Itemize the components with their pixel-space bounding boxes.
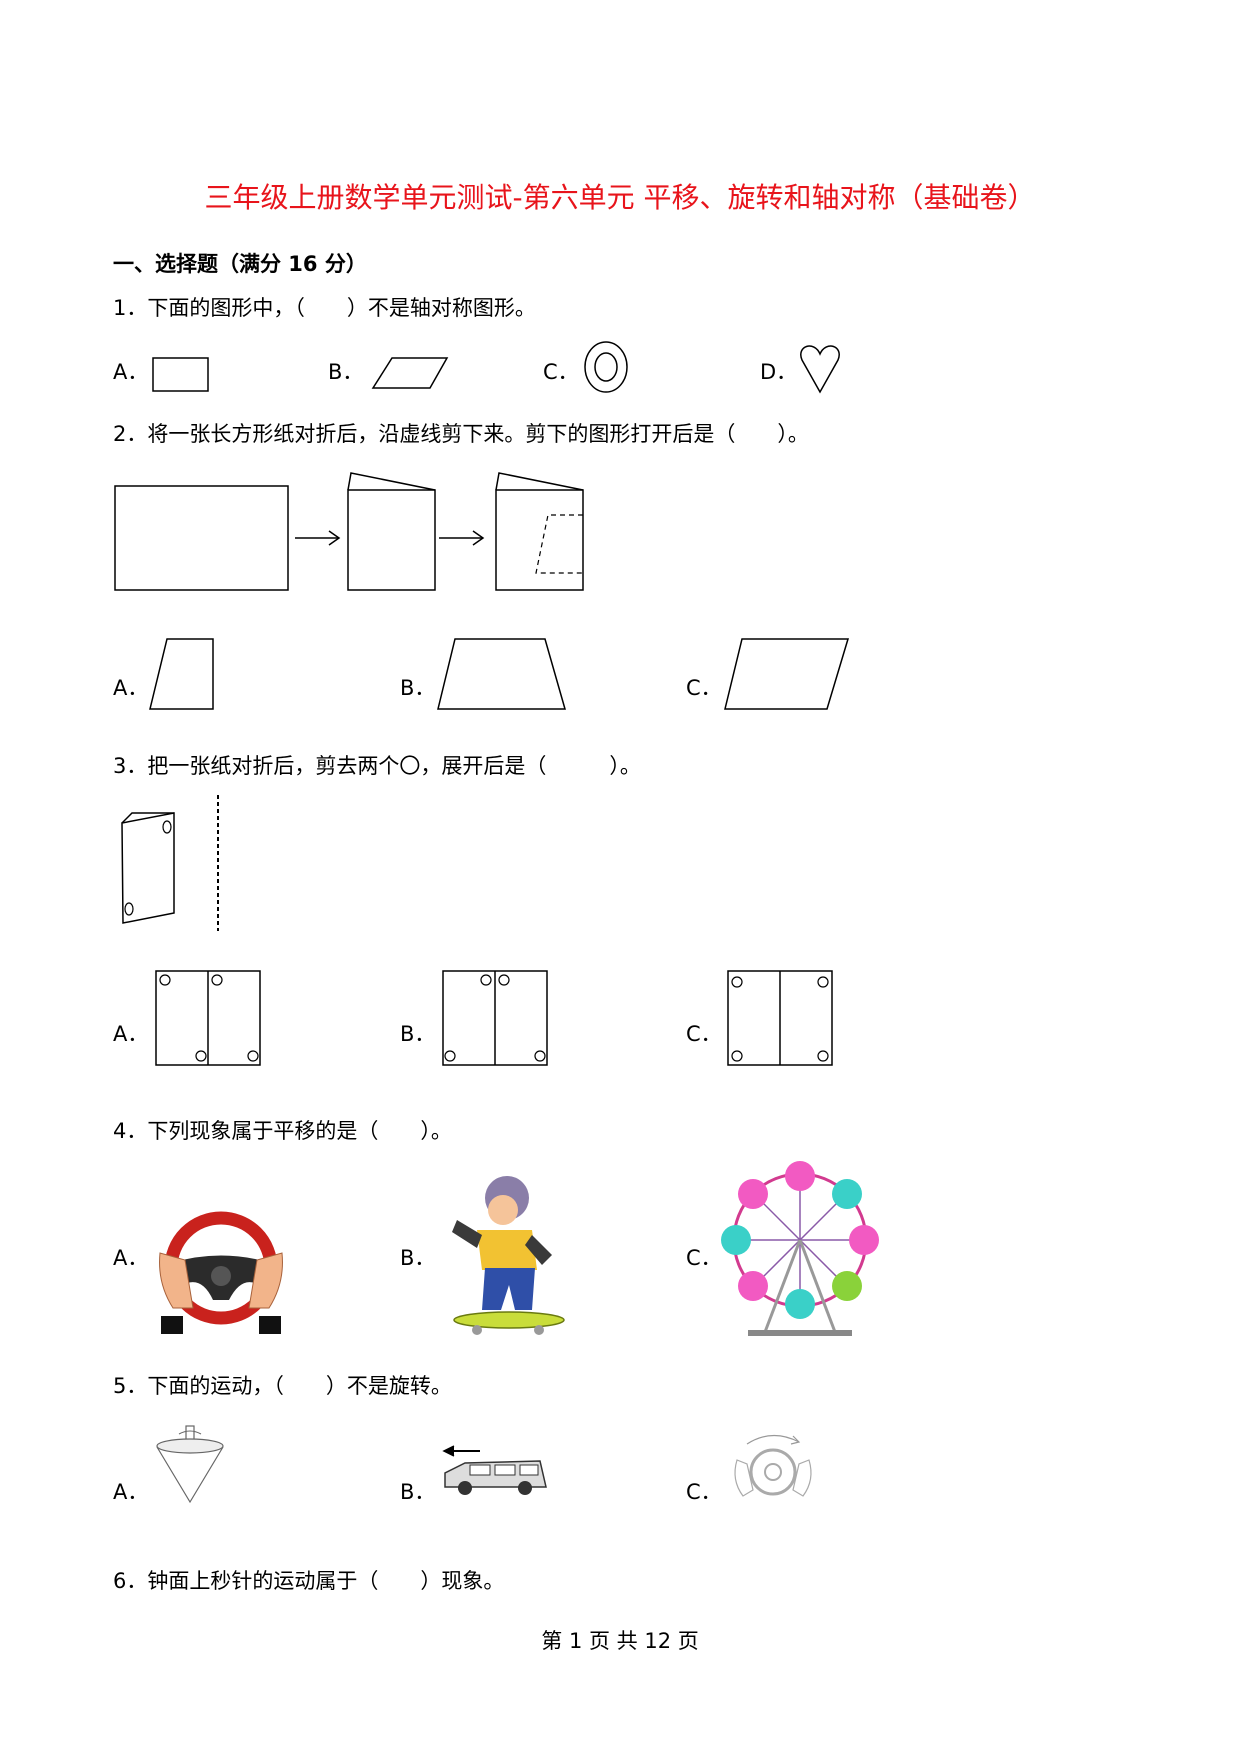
q2-option-a-label: A． bbox=[113, 676, 149, 700]
q3-option-b-figure bbox=[442, 970, 548, 1066]
q4-option-c-label: C． bbox=[686, 1246, 722, 1270]
q1-letter-o-figure bbox=[584, 341, 628, 393]
q2-folding-diagram bbox=[114, 472, 584, 591]
q4-ferris-wheel-image bbox=[721, 1161, 879, 1336]
q1-option-b-label: B． bbox=[328, 360, 364, 384]
question-6-text: 6．钟面上秒针的运动属于（ ）现象。 bbox=[113, 1569, 505, 1593]
question-5-text: 5．下面的运动，（ ）不是旋转。 bbox=[113, 1374, 452, 1398]
q2-option-c-label: C． bbox=[686, 676, 722, 700]
q1-option-c-label: C． bbox=[543, 360, 579, 384]
q4-skateboarder-image bbox=[452, 1176, 565, 1335]
q3-option-c-label: C． bbox=[686, 1022, 722, 1046]
q1-option-a-label: A． bbox=[113, 360, 149, 384]
section-heading: 一、选择题（满分 16 分） bbox=[113, 252, 367, 276]
q3-option-c-figure bbox=[727, 970, 833, 1066]
question-3-text: 3．把一张纸对折后，剪去两个〇，展开后是（ ）。 bbox=[113, 754, 641, 778]
page-title: 三年级上册数学单元测试-第六单元 平移、旋转和轴对称（基础卷） bbox=[204, 181, 1036, 214]
q1-heart-figure bbox=[800, 345, 840, 394]
q1-parallelogram-figure bbox=[371, 357, 449, 389]
q2-option-c-figure bbox=[724, 638, 850, 710]
q4-steering-wheel-image bbox=[159, 1211, 283, 1334]
q5-option-a-label: A． bbox=[113, 1480, 149, 1504]
q4-option-b-label: B． bbox=[400, 1246, 436, 1270]
q3-option-a-label: A． bbox=[113, 1022, 149, 1046]
question-2-text: 2．将一张长方形纸对折后，沿虚线剪下来。剪下的图形打开后是（ ）。 bbox=[113, 422, 809, 446]
q1-option-d-label: D． bbox=[760, 360, 798, 384]
question-1-text: 1．下面的图形中，（ ）不是轴对称图形。 bbox=[113, 296, 536, 320]
q3-option-a-figure bbox=[155, 970, 261, 1066]
q3-folded-paper-diagram bbox=[121, 795, 219, 931]
page-footer: 第 1 页 共 12 页 bbox=[541, 1629, 699, 1653]
q4-option-a-label: A． bbox=[113, 1246, 149, 1270]
q5-spinning-top-image bbox=[156, 1425, 224, 1504]
q2-option-a-figure bbox=[149, 638, 214, 710]
q5-hands-on-wheel-image bbox=[734, 1434, 812, 1497]
q2-option-b-label: B． bbox=[400, 676, 436, 700]
q3-option-b-label: B． bbox=[400, 1022, 436, 1046]
q5-option-c-label: C． bbox=[686, 1480, 722, 1504]
q5-option-b-label: B． bbox=[400, 1480, 436, 1504]
q2-option-b-figure bbox=[437, 638, 566, 710]
q1-rectangle-figure bbox=[152, 357, 209, 392]
question-4-text: 4．下列现象属于平移的是（ ）。 bbox=[113, 1119, 452, 1143]
q5-van-image bbox=[442, 1445, 547, 1495]
